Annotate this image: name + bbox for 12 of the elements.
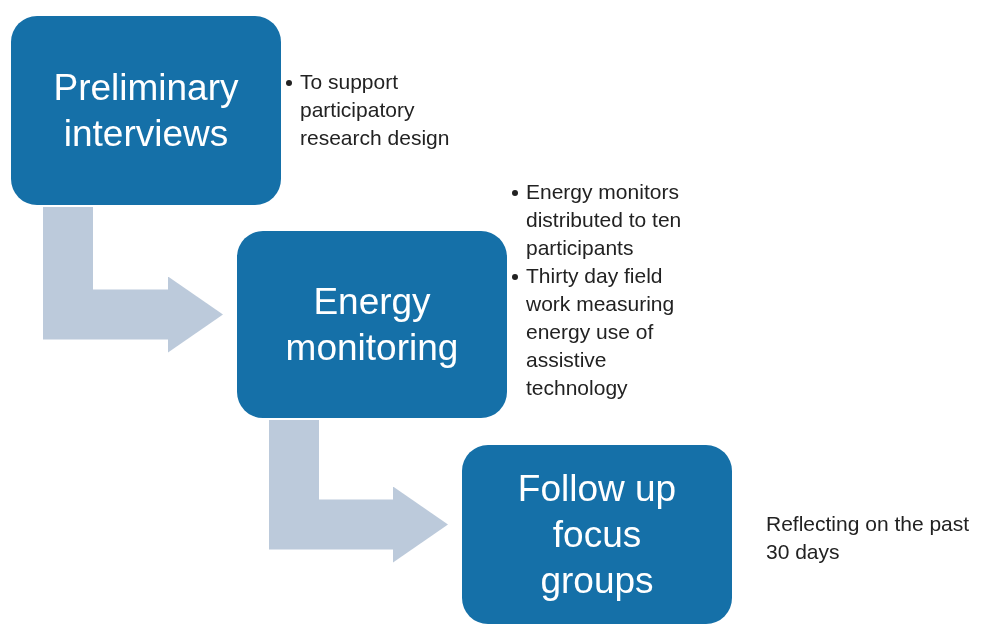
process-box xyxy=(11,16,281,205)
bent-arrow xyxy=(43,207,223,353)
step-title: Energy monitoring xyxy=(284,279,460,370)
step-title: Preliminary interviews xyxy=(52,65,240,156)
note-text: Reflecting on the past 30 days xyxy=(766,511,971,565)
bullet-text: Energy monitors distributed to ten participants xyxy=(526,179,683,261)
bullet-text: Thirty day field work measuring energy use of assistive technology xyxy=(526,263,676,401)
process-box xyxy=(462,445,732,624)
bullet-text: To support participatory research design xyxy=(300,69,451,151)
bent-arrow xyxy=(269,420,448,563)
process-box xyxy=(237,231,507,418)
step-title: Follow up focus groups xyxy=(516,466,678,603)
